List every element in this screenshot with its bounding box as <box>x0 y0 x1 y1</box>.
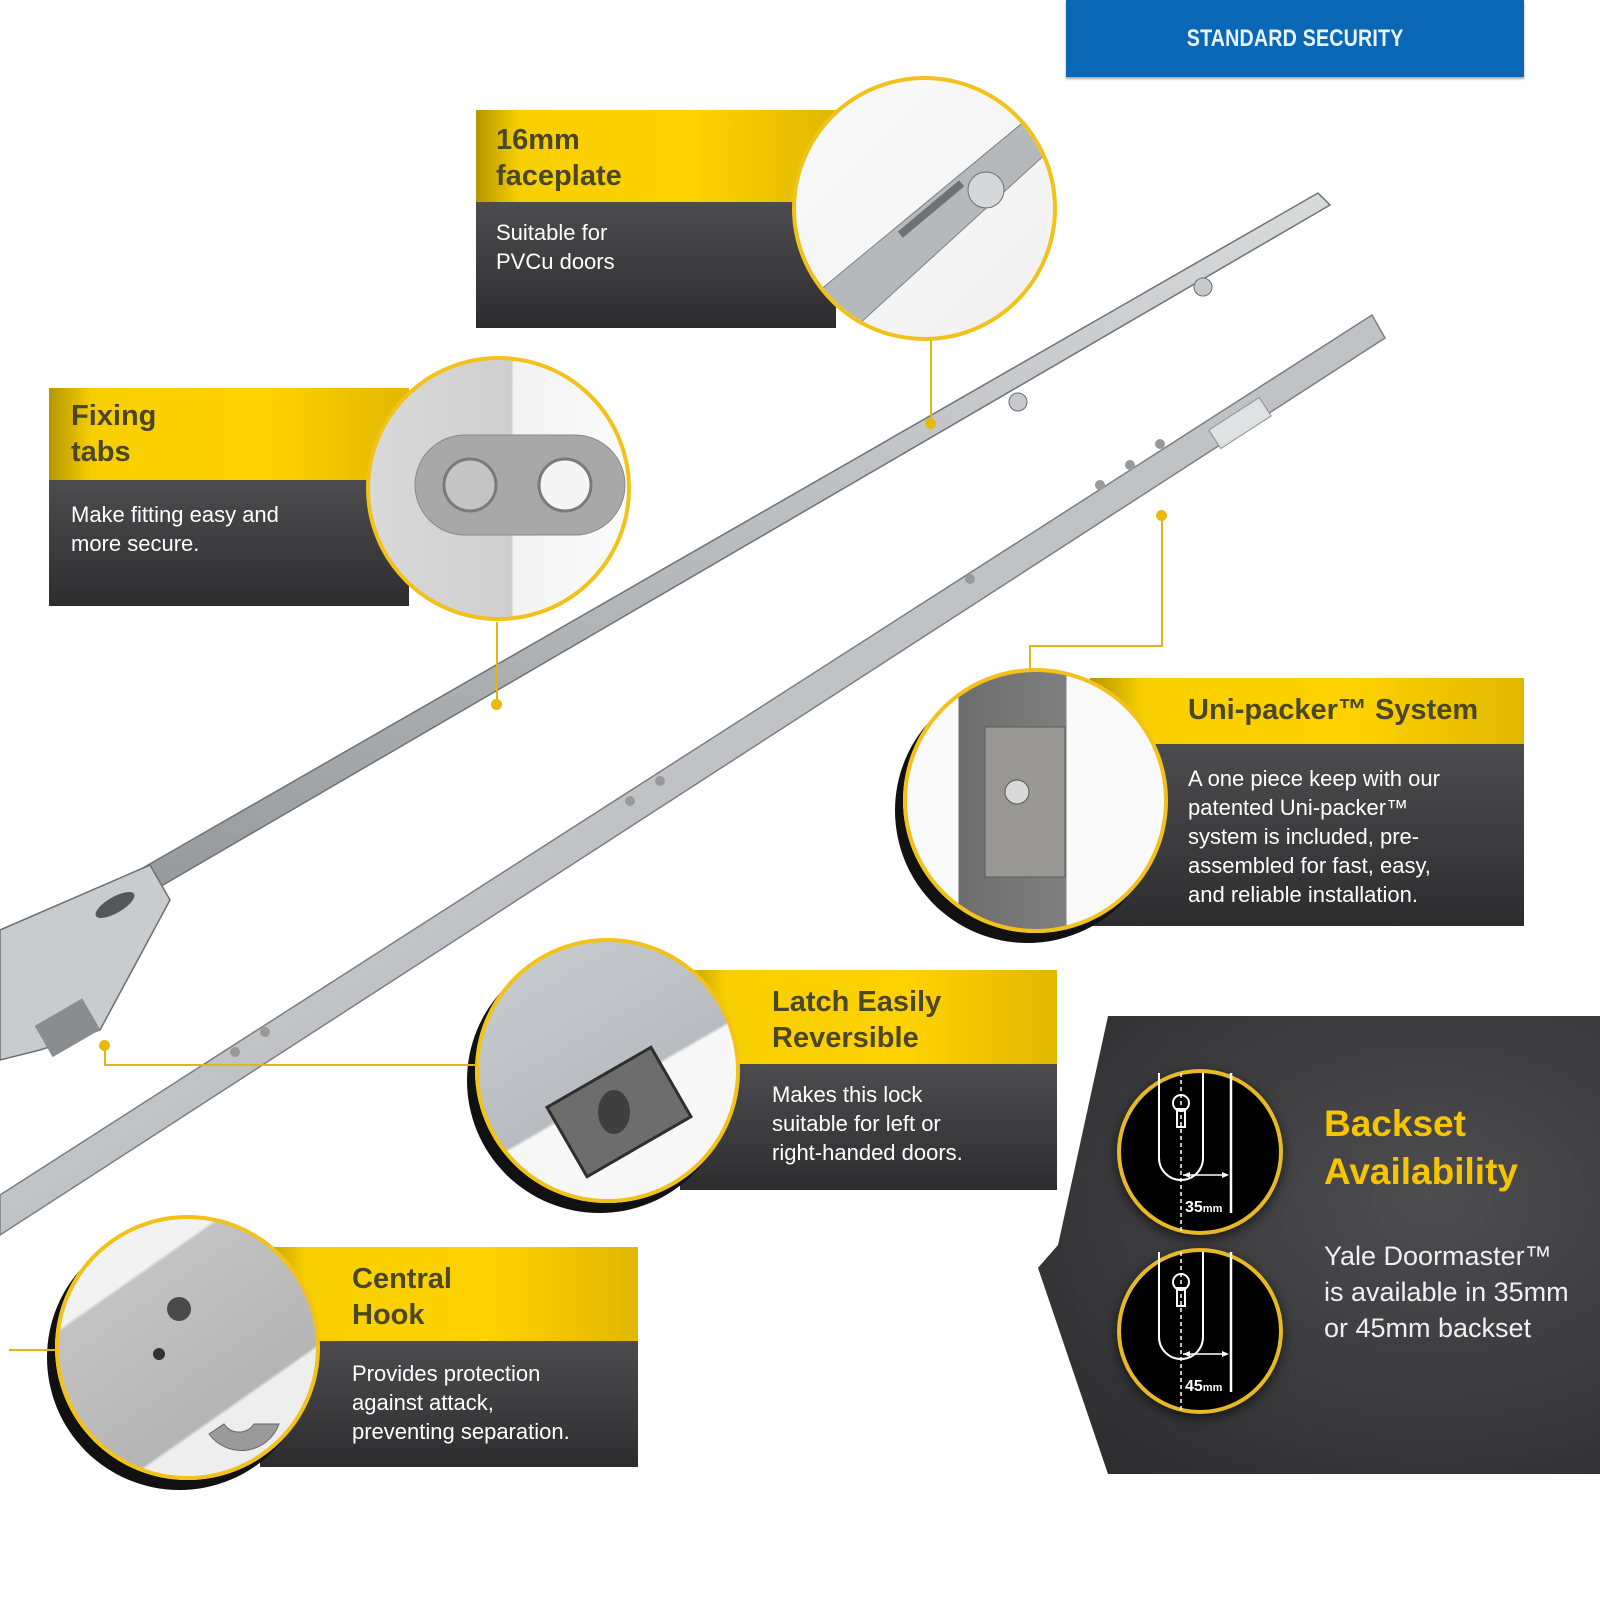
card-body <box>49 480 409 606</box>
backset-35-label: 35mm <box>1185 1199 1222 1217</box>
feature-card-uni-packer: Uni-packer™ System A one piece keep with… <box>1090 678 1524 926</box>
card-header <box>680 970 1057 1064</box>
card-header <box>476 110 836 202</box>
card-title: Central Hook <box>352 1261 452 1333</box>
latch-leader-h <box>104 1064 476 1066</box>
backset-title: Backset Availability <box>1324 1100 1518 1196</box>
fixing-tabs-leader-dot <box>491 699 502 710</box>
feature-card-faceplate: 16mm faceplate Suitable for PVCu doors <box>476 110 836 328</box>
latch-magnifier <box>475 938 740 1203</box>
card-title: Uni-packer™ System <box>1188 694 1479 726</box>
faceplate-closeup-image <box>796 119 1053 337</box>
desc-line: Make fitting easy and <box>71 502 279 527</box>
desc-line: against attack, <box>352 1390 494 1415</box>
backset-unit: mm <box>1202 1203 1223 1215</box>
card-description: Provides protection against attack, prev… <box>352 1359 570 1446</box>
desc-line: more secure. <box>71 531 200 556</box>
card-description: Make fitting easy and more secure. <box>71 500 279 558</box>
keep-closeup-image <box>984 726 1066 878</box>
faceplate-leader-dot <box>925 418 936 429</box>
desc-line: is available in 35mm <box>1324 1277 1569 1307</box>
fixing-tab-closeup-image <box>414 434 626 536</box>
desc-line: PVCu doors <box>496 249 615 274</box>
keyhole-diagram-35 <box>1158 1073 1233 1231</box>
backset-panel <box>1038 1016 1600 1474</box>
central-hook-leader-line <box>9 1349 57 1351</box>
feature-card-fixing-tabs: Fixing tabs Make fitting easy and more s… <box>49 388 409 606</box>
uni-packer-leader-h <box>1029 645 1163 647</box>
backset-value: 35 <box>1185 1199 1203 1216</box>
title-line: Availability <box>1324 1151 1518 1192</box>
card-description: Suitable for PVCu doors <box>496 218 615 276</box>
backset-35mm-diagram: 35mm <box>1117 1069 1283 1235</box>
faceplate-magnifier <box>792 76 1057 341</box>
desc-line: patented Uni-packer™ <box>1188 795 1409 820</box>
backset-unit: mm <box>1202 1382 1223 1394</box>
card-header <box>260 1247 638 1341</box>
title-line: Reversible <box>772 1022 919 1054</box>
fixing-tabs-magnifier <box>366 356 631 621</box>
title-line: 16mm <box>496 124 580 156</box>
keyhole-diagram-45 <box>1158 1252 1233 1410</box>
fixing-tabs-leader-line <box>496 622 498 702</box>
desc-line: Suitable for <box>496 220 608 245</box>
feature-card-central-hook: Central Hook Provides protection against… <box>260 1247 638 1467</box>
desc-line: Makes this lock <box>772 1082 923 1107</box>
uni-packer-leader-dot <box>1156 510 1167 521</box>
standard-security-banner: STANDARD SECURITY <box>1066 0 1524 77</box>
title-line: Latch Easily <box>772 986 942 1018</box>
desc-line: Provides protection <box>352 1361 541 1386</box>
desc-line: assembled for fast, easy, <box>1188 853 1431 878</box>
backset-description: Yale Doormaster™ is available in 35mm or… <box>1324 1238 1569 1346</box>
desc-line: right-handed doors. <box>772 1140 963 1165</box>
uni-packer-magnifier <box>903 668 1168 933</box>
uni-packer-leader-drop <box>1029 645 1031 670</box>
title-line: Central <box>352 1263 452 1295</box>
card-title: Fixing tabs <box>71 398 156 470</box>
backset-45mm-diagram: 45mm <box>1117 1248 1283 1414</box>
title-line: Hook <box>352 1299 425 1331</box>
title-line: Fixing <box>71 400 157 432</box>
backset-45-label: 45mm <box>1185 1378 1222 1396</box>
desc-line: or 45mm backset <box>1324 1313 1532 1343</box>
latch-closeup-image <box>544 1045 694 1179</box>
desc-line: system is included, pre- <box>1188 824 1420 849</box>
latch-leader-dot <box>99 1040 110 1051</box>
feature-card-latch: Latch Easily Reversible Makes this lock … <box>680 970 1057 1190</box>
card-body <box>260 1341 638 1467</box>
backset-value: 45 <box>1185 1378 1203 1395</box>
card-header <box>49 388 409 480</box>
card-description: A one piece keep with our patented Uni-p… <box>1188 764 1440 909</box>
card-title: Latch Easily Reversible <box>772 984 941 1056</box>
banner-label: STANDARD SECURITY <box>1186 24 1404 52</box>
uni-packer-leader-v <box>1161 516 1163 647</box>
card-body <box>476 202 836 328</box>
desc-line: suitable for left or <box>772 1111 941 1136</box>
title-line: tabs <box>71 436 131 468</box>
latch-leader-v <box>104 1044 106 1066</box>
desc-line: preventing separation. <box>352 1419 570 1444</box>
hook-closeup-image <box>153 1297 280 1451</box>
desc-line: Yale Doormaster™ <box>1324 1241 1552 1271</box>
card-body <box>680 1064 1057 1190</box>
title-line: Backset <box>1324 1103 1466 1144</box>
card-description: Makes this lock suitable for left or rig… <box>772 1080 963 1167</box>
title-line: faceplate <box>496 160 622 192</box>
card-header <box>1090 678 1524 744</box>
card-title: 16mm faceplate <box>496 122 622 194</box>
central-hook-magnifier <box>55 1215 320 1480</box>
desc-line: and reliable installation. <box>1188 882 1418 907</box>
faceplate-leader-line <box>930 340 932 420</box>
desc-line: A one piece keep with our <box>1188 766 1440 791</box>
